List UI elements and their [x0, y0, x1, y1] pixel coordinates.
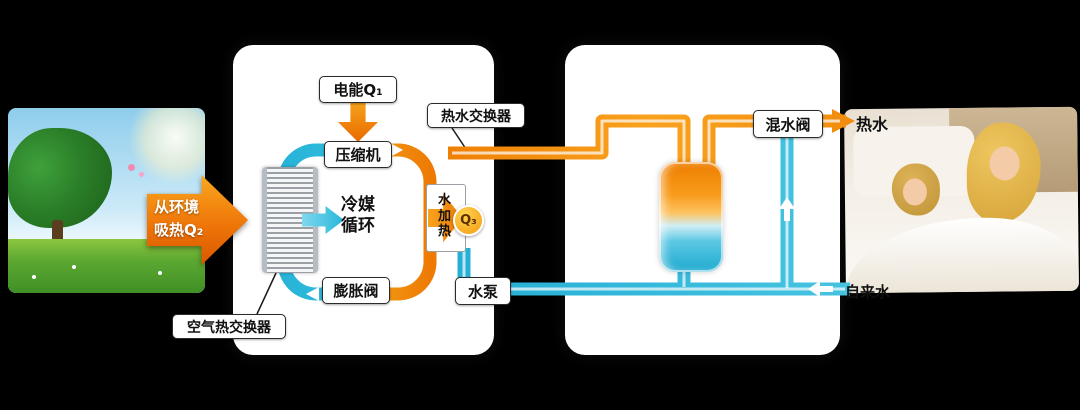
- water-pump-label: 水泵: [455, 277, 511, 305]
- env-heat-arrow: 从环境 吸热Q₂: [147, 175, 248, 265]
- flower-dot: [128, 164, 135, 171]
- daisy-dot: [32, 275, 36, 279]
- env-heat-arrow-label: 从环境 吸热Q₂: [154, 196, 246, 241]
- flower-dot: [139, 172, 144, 177]
- electric-energy-label: 电能Q₁: [319, 76, 397, 103]
- env-heat-arrow-line1: 从环境: [154, 198, 200, 216]
- water-heating-label: 水加热: [438, 193, 452, 240]
- grass: [8, 239, 205, 293]
- refrigerant-label-line2: 循环: [341, 216, 375, 237]
- refrigerant-label: 冷媒 循环: [329, 195, 387, 238]
- mother-face: [989, 146, 1020, 181]
- compressor-label: 压缩机: [324, 141, 392, 168]
- expansion-valve-label: 膨胀阀: [322, 277, 390, 304]
- water-tank: [659, 162, 723, 272]
- hot-water-label: 热水: [856, 115, 889, 134]
- refrigerant-label-line1: 冷媒: [341, 195, 375, 215]
- mixing-valve-label: 混水阀: [753, 110, 823, 138]
- q3-badge: Q₃: [453, 205, 484, 236]
- tap-water-label: 自来水: [845, 283, 891, 301]
- tree-crown: [8, 128, 112, 228]
- tree-trunk: [52, 220, 63, 246]
- daisy-dot: [72, 265, 76, 269]
- hot-water-exchanger-label: 热水交换器: [427, 103, 525, 128]
- daisy-dot: [158, 271, 162, 275]
- env-heat-arrow-line2: 吸热Q₂: [154, 220, 204, 239]
- air-heat-exchanger-label: 空气热交换器: [172, 314, 286, 339]
